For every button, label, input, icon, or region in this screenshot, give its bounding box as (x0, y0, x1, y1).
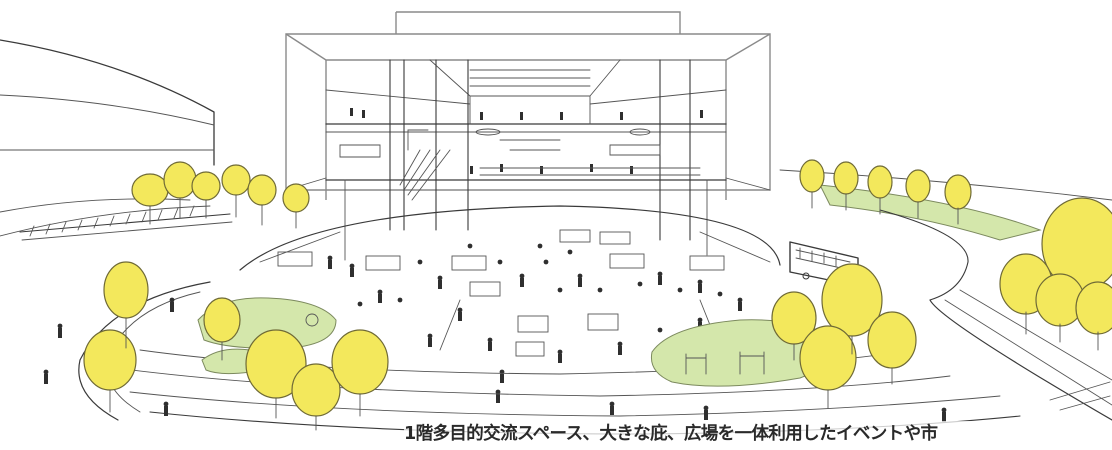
right-landscape (779, 169, 1112, 421)
plaza-crowd (327, 243, 743, 415)
foreground-people (43, 297, 947, 422)
left-fence (29, 205, 195, 237)
main-building (285, 11, 771, 261)
trees (83, 159, 1112, 431)
ground-plaza (239, 205, 781, 415)
left-dome-building (0, 39, 233, 241)
upper-floor-people (350, 108, 703, 174)
deciduous-tree-icon (131, 161, 310, 213)
caption-text: 1階多目的交流スペース、大きな庇、広場を一体利用したイベントや市 (404, 421, 1108, 447)
market-stall-icon (277, 229, 725, 357)
